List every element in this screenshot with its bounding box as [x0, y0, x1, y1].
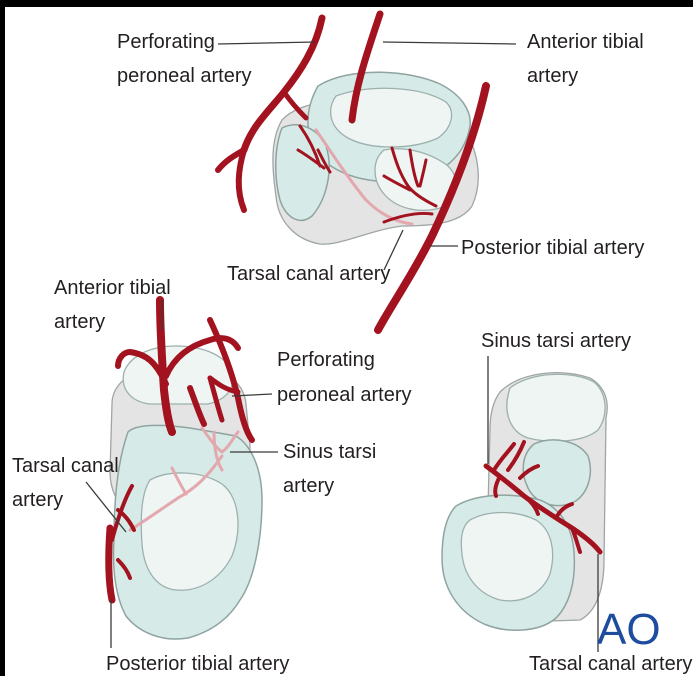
- top-figure: Perforating peroneal artery Anterior tib…: [117, 14, 644, 330]
- clipped-title-fragment: artery: [38, 7, 150, 35]
- label-perforating-peroneal-bl-1: Perforating: [277, 349, 375, 371]
- label-anterior-tibial-bl-1: Anterior tibial: [54, 277, 171, 299]
- bottom-left-figure: Anterior tibial artery Perforating peron…: [12, 277, 412, 675]
- label-perforating-peroneal-bl-2: peroneal artery: [277, 384, 412, 406]
- ao-logo: AO: [597, 605, 661, 654]
- label-anterior-tibial-top-2: artery: [527, 65, 578, 87]
- label-anterior-tibial-top-1: Anterior tibial: [527, 31, 644, 53]
- talus-blood-supply-diagram: Perforating peroneal artery Anterior tib…: [5, 7, 693, 676]
- label-sinus-tarsi-bl-2: artery: [283, 475, 334, 497]
- label-posterior-tibial-bl: Posterior tibial artery: [106, 653, 289, 675]
- label-posterior-tibial-top: Posterior tibial artery: [461, 237, 644, 259]
- label-tarsal-canal-bl-1: Tarsal canal: [12, 455, 119, 477]
- label-anterior-tibial-bl-2: artery: [54, 311, 105, 333]
- diagram-panel: Perforating peroneal artery Anterior tib…: [5, 7, 693, 676]
- label-sinus-tarsi-bl-1: Sinus tarsi: [283, 441, 376, 463]
- label-tarsal-canal-top: Tarsal canal artery: [227, 263, 390, 285]
- bottom-right-talus-bone: [442, 373, 607, 631]
- bottom-right-figure: Sinus tarsi artery Tarsal canal artery A…: [442, 330, 692, 675]
- label-sinus-tarsi-br: Sinus tarsi artery: [481, 330, 631, 352]
- label-perforating-peroneal-top-2: peroneal artery: [117, 65, 252, 87]
- label-tarsal-canal-br: Tarsal canal artery: [529, 653, 692, 675]
- label-tarsal-canal-bl-2: artery: [12, 489, 63, 511]
- top-talus-bone: [273, 72, 478, 244]
